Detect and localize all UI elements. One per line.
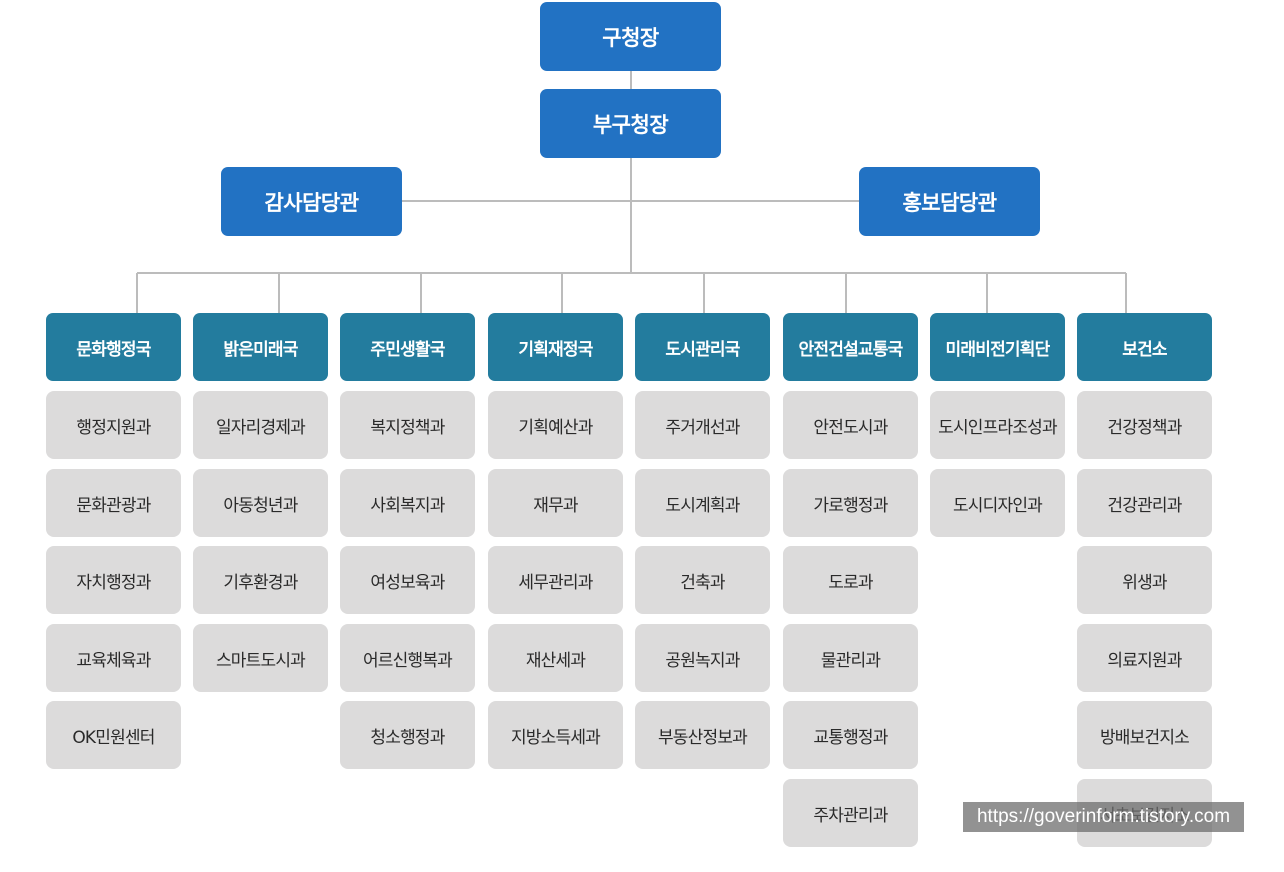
division-box: 문화관광과 xyxy=(46,469,181,537)
division-box: 교육체육과 xyxy=(46,624,181,692)
division-box: 기후환경과 xyxy=(193,546,328,614)
bureau-header: 밝은미래국 xyxy=(193,313,328,381)
division-box: 복지정책과 xyxy=(340,391,475,459)
division-box: 기획예산과 xyxy=(488,391,623,459)
mayor-box: 구청장 xyxy=(540,2,721,71)
division-box: 어르신행복과 xyxy=(340,624,475,692)
division-box: OK민원센터 xyxy=(46,701,181,769)
division-box: 건강관리과 xyxy=(1077,469,1212,537)
division-box: 공원녹지과 xyxy=(635,624,770,692)
division-box: 위생과 xyxy=(1077,546,1212,614)
division-box: 사회복지과 xyxy=(340,469,475,537)
division-box: 일자리경제과 xyxy=(193,391,328,459)
bureau-header: 문화행정국 xyxy=(46,313,181,381)
bureau-header: 도시관리국 xyxy=(635,313,770,381)
division-box: 주차관리과 xyxy=(783,779,918,847)
pr-officer-box: 홍보담당관 xyxy=(859,167,1040,236)
bureau-header: 보건소 xyxy=(1077,313,1212,381)
division-box: 스마트도시과 xyxy=(193,624,328,692)
division-box: 물관리과 xyxy=(783,624,918,692)
division-box: 청소행정과 xyxy=(340,701,475,769)
division-box: 방배보건지소 xyxy=(1077,701,1212,769)
audit-officer-box: 감사담당관 xyxy=(221,167,402,236)
division-box: 건강정책과 xyxy=(1077,391,1212,459)
division-box: 건축과 xyxy=(635,546,770,614)
division-box: 가로행정과 xyxy=(783,469,918,537)
division-box: 세무관리과 xyxy=(488,546,623,614)
division-box: 도시계획과 xyxy=(635,469,770,537)
division-box: 교통행정과 xyxy=(783,701,918,769)
division-box: 도시인프라조성과 xyxy=(930,391,1065,459)
division-box: 안전도시과 xyxy=(783,391,918,459)
division-box: 지방소득세과 xyxy=(488,701,623,769)
bureau-header: 안전건설교통국 xyxy=(783,313,918,381)
deputy-mayor-box: 부구청장 xyxy=(540,89,721,158)
division-box: 재무과 xyxy=(488,469,623,537)
division-box: 자치행정과 xyxy=(46,546,181,614)
division-box: 주거개선과 xyxy=(635,391,770,459)
division-box: 도로과 xyxy=(783,546,918,614)
division-box: 아동청년과 xyxy=(193,469,328,537)
division-box: 의료지원과 xyxy=(1077,624,1212,692)
division-box: 부동산정보과 xyxy=(635,701,770,769)
watermark: https://goverinform.tistory.com xyxy=(963,802,1244,832)
bureau-header: 미래비전기획단 xyxy=(930,313,1065,381)
bureau-header: 기획재정국 xyxy=(488,313,623,381)
division-box: 행정지원과 xyxy=(46,391,181,459)
bureau-header: 주민생활국 xyxy=(340,313,475,381)
division-box: 도시디자인과 xyxy=(930,469,1065,537)
division-box: 여성보육과 xyxy=(340,546,475,614)
division-box: 재산세과 xyxy=(488,624,623,692)
